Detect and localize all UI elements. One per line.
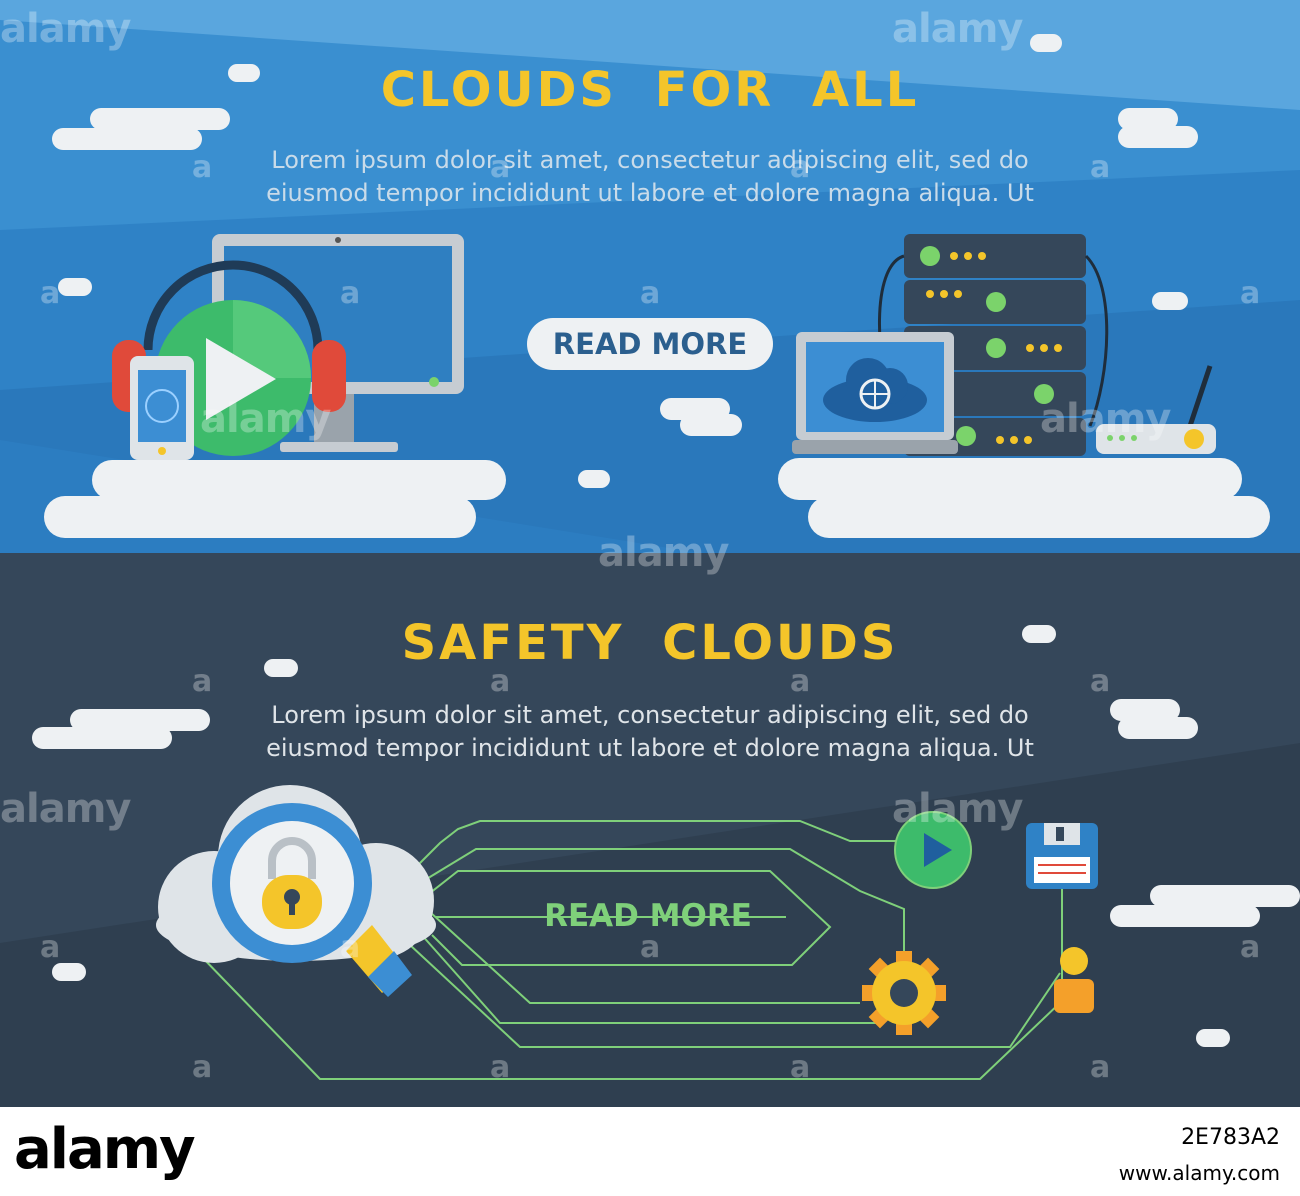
play-icon — [894, 811, 972, 889]
cloud-decoration — [264, 659, 298, 677]
cloud-decoration — [1152, 292, 1188, 310]
watermark-mark: a — [192, 664, 213, 699]
wifi-icon — [1184, 429, 1204, 449]
watermark-mark: a — [40, 276, 61, 311]
cloud-decoration — [1110, 905, 1260, 927]
watermark-mark: a — [490, 150, 511, 185]
cloud-decoration — [1118, 717, 1198, 739]
banner-title: SAFETY CLOUDS — [401, 615, 899, 671]
cloud-decoration — [1150, 885, 1300, 907]
watermark-mark: a — [790, 1050, 811, 1085]
cloud-decoration — [1110, 699, 1180, 721]
watermark-mark: a — [40, 930, 61, 965]
site-url: www.alamy.com — [1118, 1161, 1280, 1185]
read-more-button[interactable]: READ MORE — [544, 898, 752, 934]
alamy-logo: alamy — [14, 1117, 196, 1182]
watermark-mark: a — [490, 1050, 511, 1085]
description-line: eiusmod tempor incididunt ut labore et d… — [266, 179, 1034, 207]
watermark-mark: a — [790, 664, 811, 699]
banner-title: CLOUDS FOR ALL — [380, 62, 920, 118]
watermark-text: alamy — [200, 396, 331, 442]
server-illustration — [792, 234, 1216, 456]
read-more-button[interactable]: READ MORE — [527, 318, 773, 370]
watermark-mark: a — [640, 930, 661, 965]
banner-description: Lorem ipsum dolor sit amet, consectetur … — [200, 144, 1100, 210]
cloud-decoration — [1118, 108, 1178, 130]
platform-cloud-left — [92, 460, 506, 500]
description-line: eiusmod tempor incididunt ut labore et d… — [266, 734, 1034, 762]
cloud-icon — [823, 358, 927, 422]
top-banner: CLOUDS FOR ALL Lorem ipsum dolor sit ame… — [0, 0, 1300, 553]
cloud-decoration — [680, 414, 742, 436]
circuit-lines — [199, 820, 1063, 1080]
watermark-text: alamy — [1040, 396, 1171, 442]
watermark-text: alamy — [0, 6, 131, 52]
router-icon — [1096, 365, 1216, 454]
stock-footer: alamy 2E783A2 www.alamy.com — [0, 1107, 1300, 1196]
watermark-text: alamy — [598, 530, 729, 576]
banner-description: Lorem ipsum dolor sit amet, consectetur … — [200, 699, 1100, 765]
bottom-banner: SAFETY CLOUDS Lorem ipsum dolor sit amet… — [0, 553, 1300, 1107]
watermark-mark: a — [1240, 276, 1261, 311]
cloud-decoration — [1196, 1029, 1230, 1047]
cloud-decoration — [52, 128, 202, 150]
cloud-decoration — [70, 709, 210, 731]
secure-cloud-illustration — [156, 785, 436, 997]
watermark-mark: a — [192, 1050, 213, 1085]
cloud-decoration — [58, 278, 92, 296]
cloud-decoration — [1118, 126, 1198, 148]
cloud-decoration — [578, 470, 610, 488]
platform-cloud-right — [778, 458, 1242, 500]
bottom-background-facets — [0, 743, 1300, 1107]
watermark-mark: a — [340, 276, 361, 311]
gear-icon — [862, 951, 946, 1035]
cloud-decoration — [52, 963, 86, 981]
watermark-mark: a — [1090, 150, 1111, 185]
description-line: Lorem ipsum dolor sit amet, consectetur … — [271, 701, 1029, 729]
padlock-icon — [262, 837, 322, 929]
description-line: Lorem ipsum dolor sit amet, consectetur … — [271, 146, 1029, 174]
user-icon — [1054, 947, 1094, 1013]
platform-cloud-right — [808, 496, 1270, 538]
cloud-decoration — [32, 727, 172, 749]
cloud-decoration — [228, 64, 260, 82]
watermark-text: alamy — [0, 786, 131, 832]
watermark-mark: a — [640, 276, 661, 311]
cloud-decoration — [90, 108, 230, 130]
watermark-mark: a — [1090, 664, 1111, 699]
cloud-decoration — [1022, 625, 1056, 643]
watermark-mark: a — [340, 930, 361, 965]
floppy-disk-icon — [1026, 823, 1098, 889]
image-code: 2E783A2 — [1181, 1125, 1280, 1150]
watermark-mark: a — [192, 150, 213, 185]
watermark-mark: a — [790, 150, 811, 185]
watermark-mark: a — [1090, 1050, 1111, 1085]
watermark-text: alamy — [892, 786, 1023, 832]
watermark-mark: a — [490, 664, 511, 699]
cloud-decoration — [1030, 34, 1062, 52]
smartphone-icon — [130, 356, 194, 460]
watermark-mark: a — [1240, 930, 1261, 965]
media-devices-illustration — [112, 234, 464, 460]
watermark-text: alamy — [892, 6, 1023, 52]
platform-cloud-left — [44, 496, 476, 538]
